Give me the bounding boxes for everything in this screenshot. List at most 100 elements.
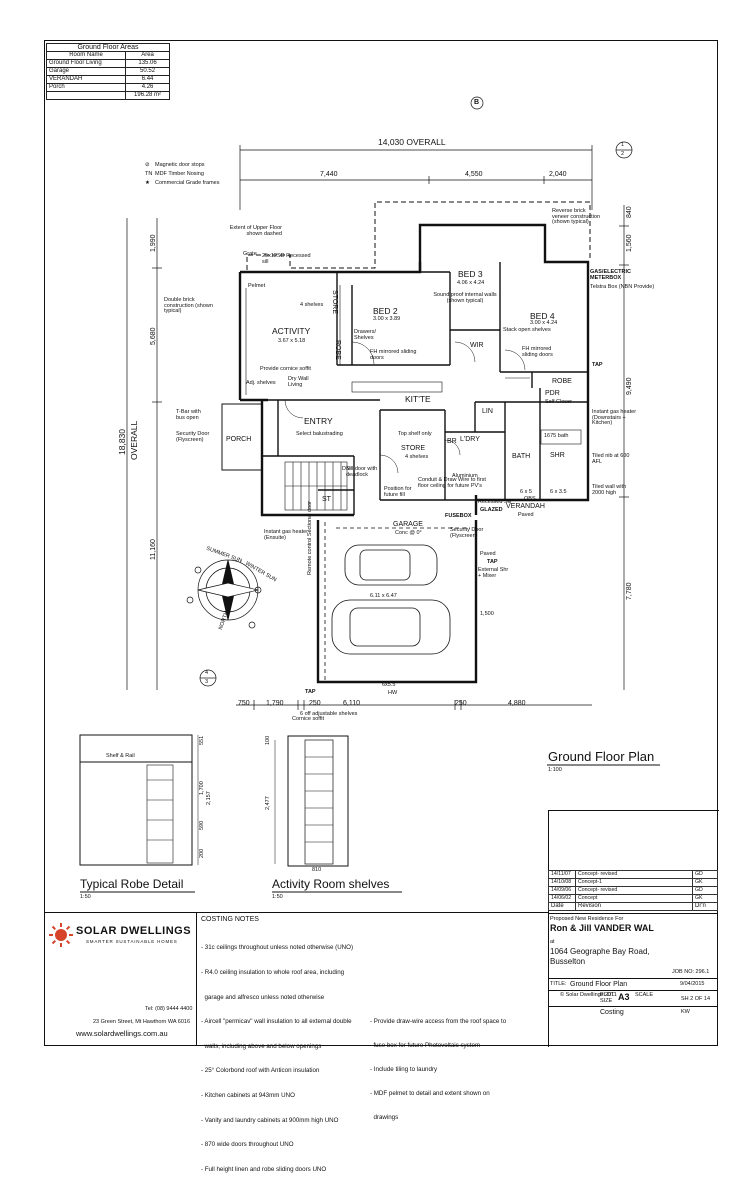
note-4-shelves: 4 shelves — [300, 302, 324, 308]
note-fh-mirrored: FH mirrored sliding doors — [370, 349, 417, 361]
robe-dim: 551 — [199, 735, 205, 745]
note-glazed: GLAZED — [480, 507, 503, 513]
activity-shelves-label: 6 off adjustable shelves — [300, 711, 358, 717]
room-st-label: ST — [322, 496, 331, 503]
title-block — [548, 810, 719, 1047]
company-tagline: SMARTER SUSTAINABLE HOMES — [86, 939, 178, 944]
revision-header: Dr'n — [692, 902, 718, 911]
room-pdr-label: PDR — [545, 390, 560, 397]
note-conduit: Conduit & Draw Wire to first floor ceili… — [418, 477, 486, 489]
title-plot-size-value: A3 — [618, 992, 630, 1002]
dim-bottom-3: 250 — [309, 700, 321, 707]
room-wir-label: WIR — [470, 342, 484, 349]
revision-header: Revision — [575, 902, 693, 911]
room-verandah-label: VERANDAH — [506, 503, 545, 510]
note-obs: OBS — [524, 496, 536, 502]
revision-drawn: GK — [692, 878, 718, 887]
robe-detail-title: Typical Robe Detail — [80, 877, 184, 891]
title-drawing-title: Ground Floor Plan — [570, 981, 628, 988]
dim-bottom-4: 6,110 — [343, 700, 360, 707]
room-garage-size: 6.11 x 6.47 — [370, 593, 397, 599]
note-sound-proof: Sound proof internal walls (shown typica… — [433, 292, 497, 304]
revision-drawn: GD — [692, 870, 718, 879]
costing-note: - Provide draw-wire access from the roof… — [370, 1018, 507, 1025]
room-verandah-sub: Paved — [518, 512, 534, 518]
title-title-label: TITLE: — [550, 981, 567, 987]
title-proposed: Proposed New Residence For — [550, 916, 624, 922]
dim-top-2: 4,550 — [465, 171, 483, 178]
revision-date: 14/06/02 — [548, 894, 576, 903]
robe-dim: 1,700 — [199, 781, 205, 795]
note-veranda-size: 6 x 5 — [520, 489, 532, 495]
legend-symbol-star: ★ — [145, 180, 150, 186]
company-name: SOLAR DWELLINGS — [76, 925, 192, 937]
table-row: 196.28 m² — [45, 91, 170, 100]
revision-desc: Concept-1 — [575, 878, 693, 887]
revision-desc: Concept- revised — [575, 886, 693, 895]
costing-note: - Full height linen and robe sliding doo… — [201, 1165, 327, 1173]
activity-shelves-dim: 100 — [265, 735, 271, 745]
dim-bottom-6: 4,880 — [508, 700, 526, 707]
note-t-bar: T-Bar with bus open — [176, 409, 201, 421]
room-porch-label: PORCH — [226, 436, 252, 443]
divider — [548, 990, 718, 991]
section-marker-b: B — [474, 99, 480, 106]
title-drawn-by: KW — [681, 1009, 690, 1015]
title-client: Ron & Jill VANDER WAL — [550, 923, 654, 933]
costing-note: - 870 wide doors throughout UNO — [201, 1141, 294, 1149]
divider — [548, 1006, 718, 1007]
costing-note: garage and alfresco unless noted otherwi… — [201, 993, 325, 1001]
robe-detail-scale: 1:50 — [80, 894, 91, 900]
room-activity-label: ACTIVITY — [272, 326, 311, 336]
room-entry-label: ENTRY — [304, 416, 333, 426]
room-robe2-label: ROBE — [552, 378, 572, 385]
costing-note: fuse box for future Photovoltaic system — [370, 1042, 481, 1049]
section-marker-3: 3 — [205, 679, 209, 685]
room-garage-label: GARAGE — [393, 521, 423, 528]
note-recessed-sill-2: Recessed Sill — [478, 499, 512, 505]
title-scale-label: SCALE — [635, 992, 654, 998]
title-copyright: © Solar Dwellings 2011 — [560, 992, 617, 998]
activity-shelves-title: Activity Room shelves — [272, 877, 390, 891]
note-pelmet: Pelmet — [248, 283, 266, 289]
plan-scale: 1:100 — [548, 767, 562, 773]
note-extent-upper: Extent of Upper Floor shown dashed — [229, 225, 282, 237]
note-fh-mirrored-2: FH mirrored sliding doors — [522, 346, 553, 358]
revision-date: 14/11/07 — [548, 870, 576, 879]
note-dry-wall: Dry Wall Living — [288, 376, 309, 388]
dim-right-2: 1,560 — [626, 234, 633, 252]
legend-item: Commercial Grade frames — [155, 180, 220, 186]
room-store-label: STORE — [401, 445, 425, 452]
room-br-label: BR — [447, 438, 457, 445]
note-tap-3: TAP — [305, 689, 316, 695]
note-heater-ensuite: Instant gas heater (Ensuite) — [264, 529, 309, 541]
company-tel: Tel: (08) 9444 4400 — [145, 1006, 193, 1012]
costing-note: - Include tiling to laundry — [370, 1066, 438, 1073]
costing-note: - MDF pelmet to detail and extent shown … — [370, 1090, 490, 1097]
costing-notes-right: - Provide draw-wire access from the roof… — [370, 1002, 506, 1130]
room-bed2-size: 3.00 x 3.89 — [373, 316, 401, 322]
robe-dim: 590 — [199, 820, 205, 830]
title-job-no: JOB NO: 296.1 — [672, 969, 710, 975]
dim-left-3: 11,160 — [150, 539, 157, 560]
note-external-shr: External Shr + Mixer — [478, 567, 509, 579]
revision-date: 14/10/08 — [548, 878, 576, 887]
dim-left-1: 1,990 — [150, 234, 157, 252]
room-bed3-size: 4.06 x 4.24 — [457, 280, 485, 286]
title-address-1: 1064 Geographe Bay Road, — [550, 947, 650, 956]
legend-item: MDF Timber Nosing — [155, 171, 204, 177]
costing-note: - R4.0 ceiling insulation to whole roof … — [201, 969, 345, 977]
compass-rose — [186, 559, 262, 629]
dim-bottom-1: 750 — [238, 700, 250, 707]
note-aluminium: Aluminium — [452, 473, 478, 479]
overall-height-dimension: 18,830 — [117, 429, 127, 455]
room-kitchen-label: KIT'TE — [405, 394, 431, 404]
company-address: 23 Green Street, Mt Hawthorn WA 6016 — [93, 1019, 191, 1025]
divider — [548, 913, 718, 914]
overall-width-dimension: 14,030 OVERALL — [378, 137, 446, 147]
divider — [548, 978, 718, 979]
section-marker-4: 4 — [205, 670, 209, 676]
